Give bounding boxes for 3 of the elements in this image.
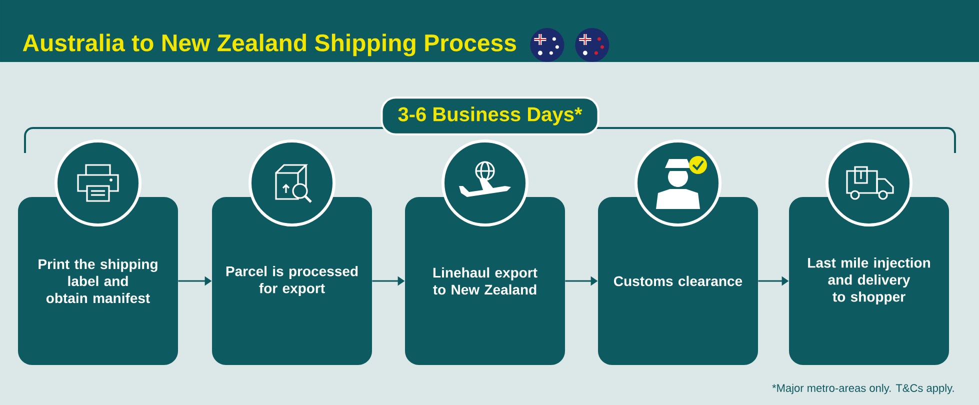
title: Australia to New Zealand Shipping Process — [22, 34, 516, 56]
footnote: *Major metro-areas only. T&Cs apply. — [772, 384, 954, 394]
duration-banner: 3-6 Business Days* — [380, 96, 600, 136]
